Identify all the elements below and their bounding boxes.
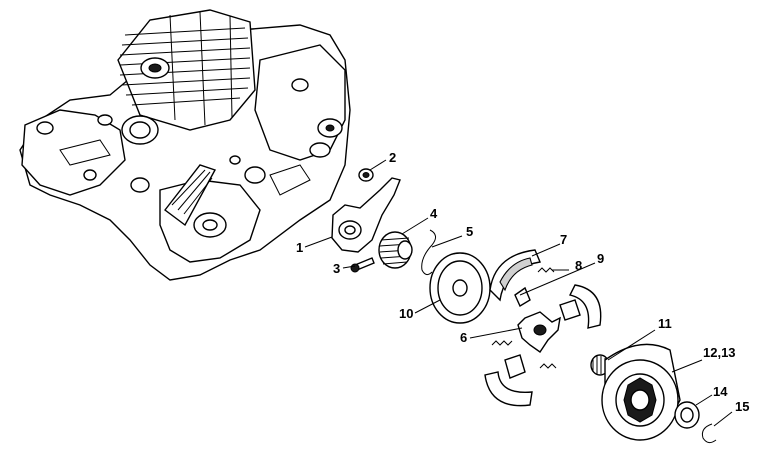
lower-clutch-shoe [484, 354, 533, 407]
callout-6: 6 [460, 330, 467, 345]
leader-9 [519, 262, 596, 296]
part-10-washer-plate [429, 252, 491, 324]
callout-1: 1 [296, 240, 303, 255]
callout-4: 4 [430, 206, 438, 221]
part-4-worm-gear [378, 231, 413, 269]
leader-12-13 [671, 359, 703, 373]
callout-2: 2 [389, 150, 396, 165]
callout-5: 5 [466, 224, 473, 239]
callout-9: 9 [597, 251, 604, 266]
callout-14: 14 [713, 384, 728, 399]
part-5-spring-clip [421, 229, 436, 276]
callout-8: 8 [575, 258, 582, 273]
leader-4 [401, 217, 429, 235]
part-1-bracket [331, 177, 401, 253]
part-3-screw [350, 257, 375, 273]
part-14-washer [674, 401, 700, 429]
part-15-e-clip [701, 423, 717, 444]
leader-3 [342, 265, 356, 269]
callout-10: 10 [399, 306, 413, 321]
leader-5 [431, 235, 463, 248]
leader-1 [304, 236, 333, 248]
leader-lines [304, 159, 733, 427]
callout-15: 15 [735, 399, 749, 414]
callout-12-13: 12,13 [703, 345, 736, 360]
part-8-spring [537, 267, 555, 273]
part-6-clutch-hub [517, 311, 561, 353]
leader-7 [531, 243, 561, 257]
part-2-bushing [358, 168, 374, 182]
callout-labels: 1 2 3 4 5 6 7 8 9 10 11 12,13 14 15 [296, 150, 749, 414]
leader-15 [713, 411, 733, 427]
leader-10 [414, 299, 441, 314]
leader-6 [469, 327, 523, 339]
callout-3: 3 [333, 261, 340, 276]
leader-14 [695, 394, 713, 406]
part-7-clutch-shoe [489, 249, 541, 302]
callout-11: 11 [658, 316, 672, 331]
leader-11 [607, 329, 656, 361]
clutch-springs [491, 340, 557, 369]
part-12-13-clutch-drum [601, 343, 681, 441]
leader-2 [369, 159, 387, 171]
engine-housing [19, 9, 351, 281]
callout-7: 7 [560, 232, 567, 247]
